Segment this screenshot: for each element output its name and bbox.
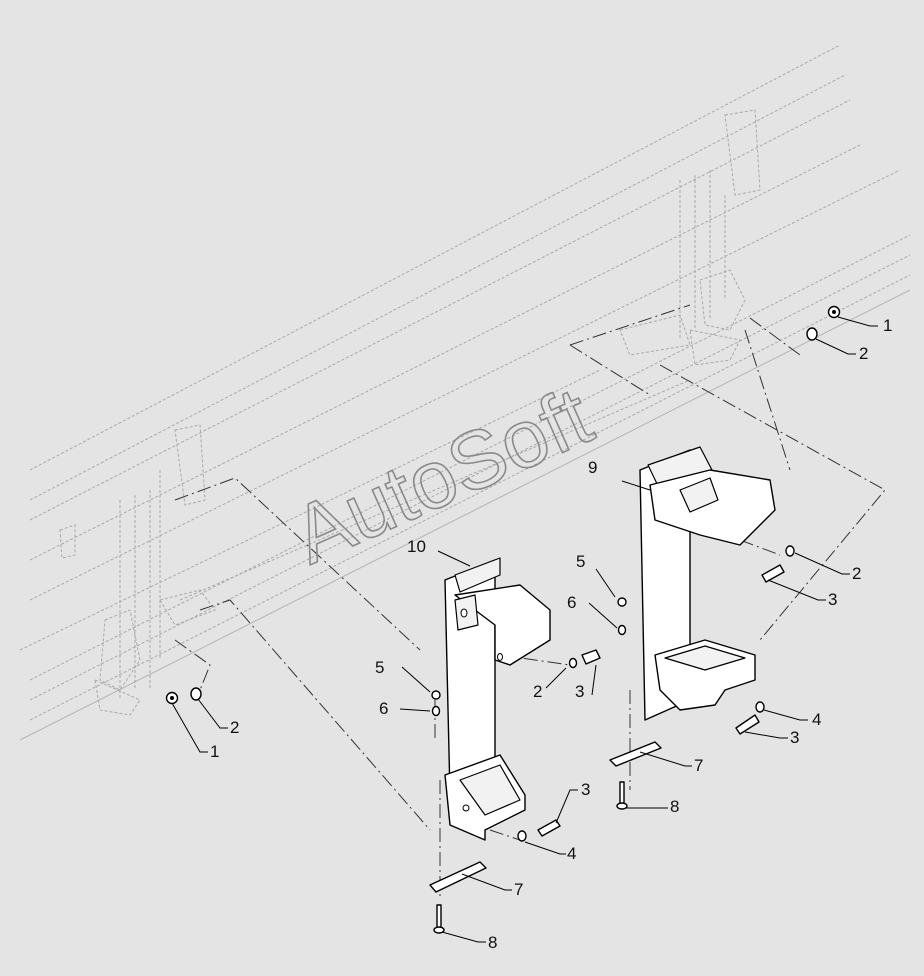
callout-10: 10 <box>407 537 426 556</box>
callout-7-right: 7 <box>694 756 703 775</box>
bracket-part-10 <box>444 557 551 841</box>
callout-labels: 1 2 1 2 9 2 3 5 6 10 2 3 5 6 4 3 7 8 3 4… <box>210 316 892 952</box>
ghost-frame <box>19 44 911 741</box>
callout-9: 9 <box>588 458 597 477</box>
callout-5-part10: 5 <box>375 658 384 677</box>
callout-4-part10: 4 <box>567 844 576 863</box>
callout-1-left: 1 <box>210 742 219 761</box>
callout-4-right: 4 <box>812 710 821 729</box>
callout-8-right: 8 <box>670 797 679 816</box>
callout-2-right: 2 <box>859 344 868 363</box>
callout-3-right: 3 <box>790 728 799 747</box>
callout-2-part10: 2 <box>533 682 542 701</box>
callout-3-lower: 3 <box>581 780 590 799</box>
callout-1-right: 1 <box>883 316 892 335</box>
hardware <box>165 305 841 934</box>
bracket-part-9 <box>639 446 776 721</box>
callout-6-part10: 6 <box>379 699 388 718</box>
callout-2-left: 2 <box>230 718 239 737</box>
watermark-text: AutoSoft <box>280 370 605 581</box>
callout-5-part9: 5 <box>576 552 585 571</box>
callout-3-part9: 3 <box>828 590 837 609</box>
leader-lines <box>171 316 878 943</box>
callout-7-left: 7 <box>514 880 523 899</box>
callout-6-part9: 6 <box>567 593 576 612</box>
phantom-lines <box>174 304 886 900</box>
callout-8-left: 8 <box>488 933 497 952</box>
callout-2-part9: 2 <box>852 564 861 583</box>
callout-3-part10: 3 <box>575 682 584 701</box>
